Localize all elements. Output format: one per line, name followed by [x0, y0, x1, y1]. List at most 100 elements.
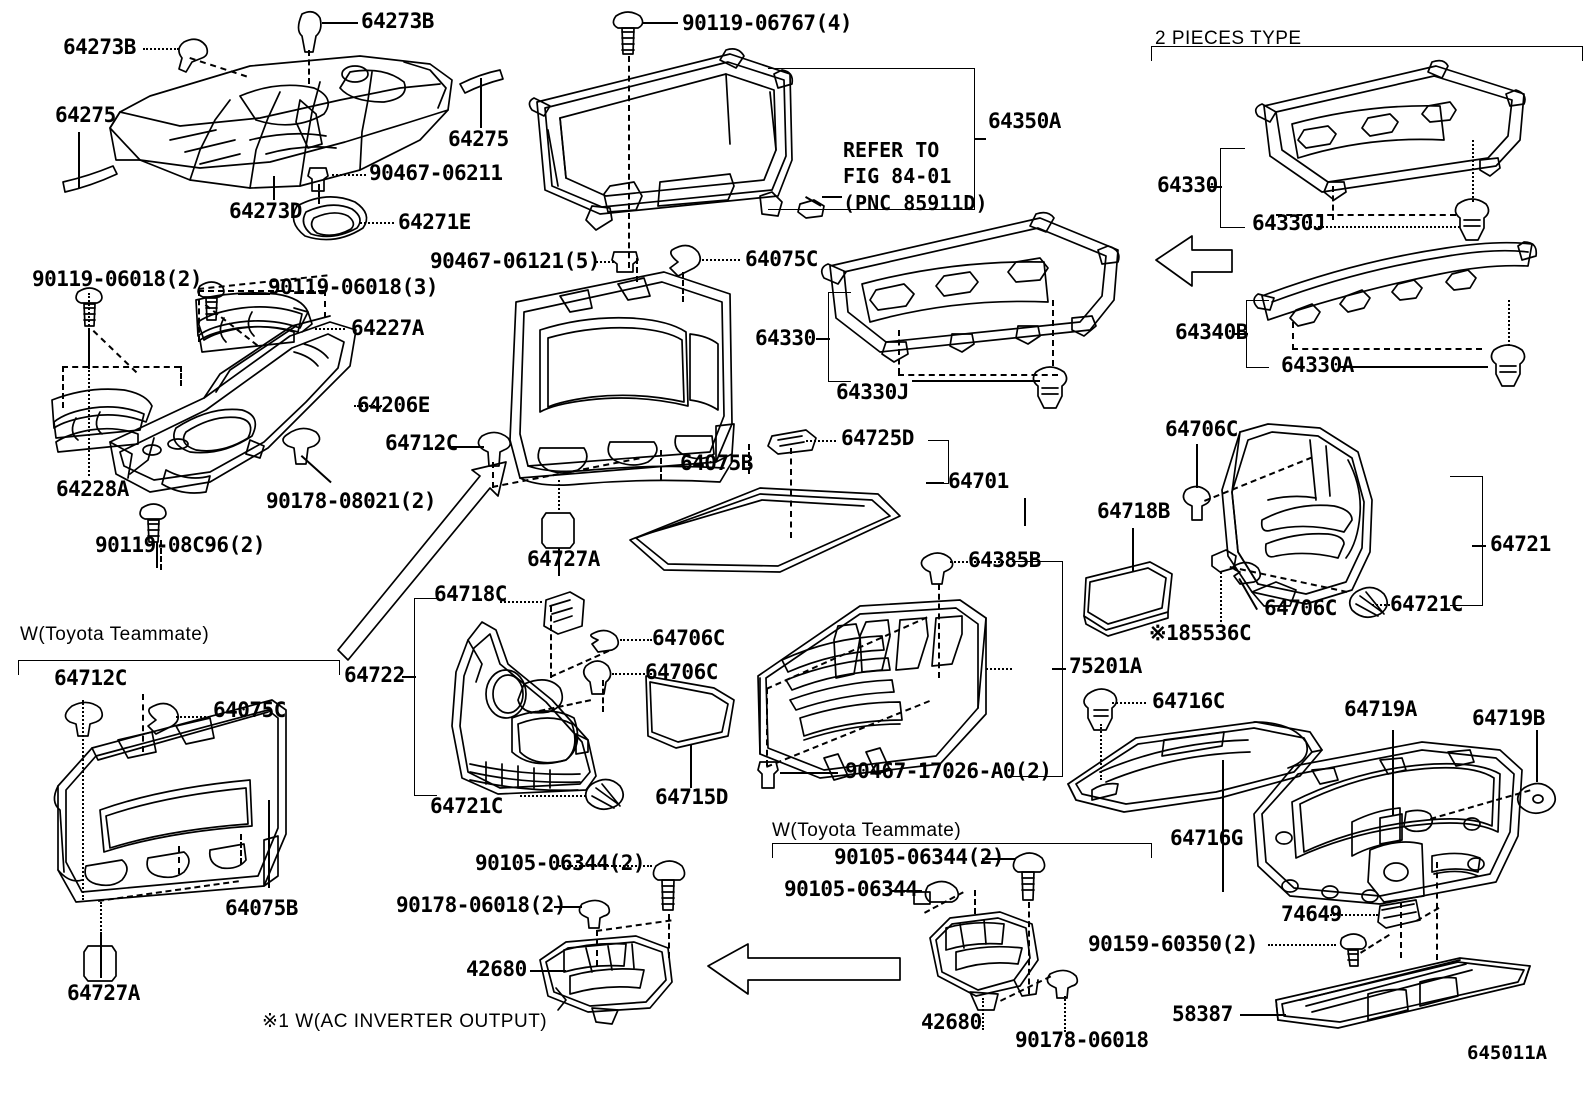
dash-90119-06767 — [628, 56, 630, 268]
leader-64350A — [974, 138, 986, 140]
label-64330J-topright: 64330J — [1252, 211, 1325, 235]
dash-64273B-top — [308, 50, 310, 84]
label-64721: 64721 — [1490, 532, 1551, 556]
part-64706C-clip-c2 — [584, 661, 611, 694]
label-64275-left: 64275 — [55, 103, 116, 127]
label-64716C: 64716C — [1152, 689, 1225, 713]
leader-64706C-c2 — [612, 673, 652, 675]
bracket-64330-center — [828, 292, 851, 382]
dash-64075C-bl — [142, 694, 144, 752]
leader-90159-60350 — [1268, 944, 1336, 946]
label-64718C: 64718C — [434, 582, 507, 606]
part-64275-strip-left — [63, 166, 117, 192]
part-90178-06018-clip-br — [1047, 970, 1077, 998]
dash-64330-tray2 — [1276, 214, 1456, 216]
label-58387: 58387 — [1172, 1002, 1233, 1026]
leader-42680-br — [982, 998, 984, 1030]
label-64350A: 64350A — [988, 109, 1061, 133]
leader-64721 — [1472, 545, 1486, 547]
part-64228A-shape — [52, 389, 152, 452]
dash-90159-60350 — [1360, 933, 1390, 954]
leader-90105-06344-br — [982, 858, 1016, 860]
part-64075B-panel-bl — [54, 700, 286, 902]
dash-74649-2 — [1436, 862, 1438, 960]
leader-185536C — [1220, 572, 1222, 622]
label-64206E: 64206E — [357, 393, 430, 417]
dash-90467-06211 — [318, 184, 320, 204]
dash-64075B-bl2 — [98, 880, 239, 902]
leader-64075B-mid — [1024, 498, 1026, 526]
leader-64271E — [360, 222, 394, 224]
label-64722: 64722 — [344, 663, 405, 687]
dash-64712C-mid — [492, 462, 494, 488]
label-64715D: 64715D — [655, 785, 728, 809]
bracket-64340B — [1246, 300, 1269, 368]
label-64075C-bl: 64075C — [213, 698, 286, 722]
dash-64719B — [1430, 789, 1531, 820]
label-90467-06211: 90467-06211 — [369, 161, 503, 185]
part-64721C-grommet-right — [1350, 587, 1387, 617]
part-90119-06767-screw — [613, 12, 642, 54]
label-64701: 64701 — [948, 469, 1009, 493]
dash-75201A-1 — [766, 616, 928, 690]
label-90105-06344-br2: 90105-06344 — [784, 877, 918, 901]
leader-64275-right — [480, 78, 482, 128]
label-64340B: 64340B — [1175, 320, 1248, 344]
leader-64340B — [1234, 333, 1248, 335]
bracket-teammate-left — [18, 660, 340, 675]
part-64727A-pad-mid — [542, 513, 574, 548]
dash-64227A-5 — [324, 290, 326, 318]
dash-64340B-2 — [1292, 348, 1482, 350]
dash-64725D — [790, 448, 792, 538]
dash-64727A-bl — [100, 902, 102, 938]
label-75201A: 75201A — [1069, 654, 1142, 678]
arrow-assembly-left — [1156, 236, 1232, 286]
part-64330A-clip — [1491, 345, 1524, 386]
label-64330J-center: 64330J — [836, 380, 909, 404]
label-90467-17026: 90467-17026-A0(2) — [845, 759, 1052, 783]
label-64227A: 64227A — [351, 316, 424, 340]
dash-64385B — [938, 584, 940, 678]
dash-64227A-4 — [198, 290, 200, 342]
leader-58387 — [1240, 1014, 1286, 1016]
part-64350A-shape — [529, 49, 792, 230]
label-64725D: 64725D — [841, 426, 914, 450]
label-2-pieces-type: 2 PIECES TYPE — [1155, 28, 1302, 49]
part-64385B-clip — [921, 553, 952, 584]
leader-64721C-c — [520, 795, 586, 797]
part-64715D-shape — [646, 676, 734, 748]
part-64330-tray-center — [822, 213, 1119, 362]
leader-75201A — [1052, 668, 1066, 670]
part-90105-06344-screw-br — [1013, 853, 1044, 900]
dash-64075B-bl3 — [240, 834, 242, 864]
dash-64716C — [1100, 724, 1102, 780]
dash-74649-1 — [1400, 902, 1402, 958]
dash-64718C-1 — [550, 606, 552, 678]
leader-64715D — [690, 744, 692, 788]
part-64719A-shape — [1254, 742, 1522, 904]
label-64330A: 64330A — [1281, 353, 1354, 377]
part-64340B-shape — [1254, 242, 1536, 326]
label-fig-reference: REFER TO FIG 84-01 (PNC 85911D) — [843, 138, 988, 215]
dash-64273B-left — [189, 57, 248, 78]
leader-64273B-left — [143, 48, 179, 50]
leader-90105-06344-br2 — [890, 890, 922, 892]
bracket-64722 — [414, 598, 437, 796]
leader-90467-06211 — [332, 174, 366, 176]
part-64330-tray-topright — [1256, 61, 1525, 200]
leader-90119-08C96 — [156, 542, 158, 568]
dash-64228A-4 — [180, 366, 182, 386]
leader-64725D — [806, 440, 836, 442]
label-64228A: 64228A — [56, 477, 129, 501]
part-64712C-clip-mid — [478, 432, 510, 466]
dash-64075C-b — [682, 272, 684, 302]
label-64075B-bl: 64075B — [225, 896, 298, 920]
part-64075C-clip-center — [670, 245, 700, 276]
bracket-teammate-bottom — [772, 843, 1152, 858]
leader-64718B — [1132, 528, 1134, 572]
label-64712C-mid: 64712C — [385, 431, 458, 455]
dash-64706C-r2 — [1229, 566, 1348, 593]
dash-64330-center2 — [1052, 300, 1054, 366]
label-64721C-r: 64721C — [1390, 592, 1463, 616]
label-64719A: 64719A — [1344, 697, 1417, 721]
